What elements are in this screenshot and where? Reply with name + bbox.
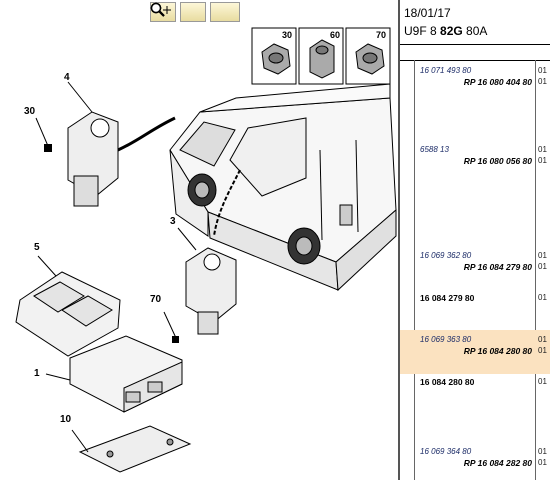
nut-label-60: 60 [330,30,341,40]
panel-divider [398,0,400,480]
header-rule-2 [400,60,550,61]
part-number[interactable]: 16 084 279 80 [420,293,475,303]
sensor-4-drawing [67,111,119,207]
part-row-selected[interactable]: 16 069 363 80 01 RP 16 084 280 80 01 [400,330,550,374]
parts-list-panel: 18/01/17 U9F 8 82G 80A 16 071 493 80 01 … [400,0,550,480]
part-number[interactable]: RP 16 084 282 80 [463,458,532,468]
zoom-move-button[interactable] [150,2,240,22]
part-row[interactable]: 16 084 280 80 01 [400,374,550,390]
part-ref: 16 069 363 80 [420,335,472,344]
part-qty: 01 [538,251,547,260]
sensor-3-drawing [185,247,237,335]
callout-30[interactable]: 30 [24,106,36,117]
vehicle-code-suffix: 80A [462,24,488,38]
part-row[interactable]: 16 069 362 80 01 RP 16 084 279 80 01 [400,248,550,278]
bracket-5-drawing [15,271,121,357]
callout-1[interactable]: 1 [34,368,40,379]
vehicle-code-bold: 82G [440,24,463,38]
callout-5[interactable]: 5 [34,242,40,253]
part-ref: 16 069 364 80 [420,447,472,456]
part-number[interactable]: RP 16 084 279 80 [463,262,532,272]
part-row[interactable]: 16 071 493 80 01 RP 16 080 404 80 01 [400,64,550,94]
callout-70[interactable]: 70 [150,294,162,305]
part-qty: 01 [538,377,547,386]
callout-10[interactable]: 10 [60,414,72,425]
magnifier-move-icon [150,2,171,16]
callout-3[interactable]: 3 [170,216,176,227]
nut-label-70: 70 [376,30,387,40]
vehicle-code: U9F 8 82G 80A [404,24,487,38]
ecu-1-drawing [69,335,183,413]
nut-boxes [251,27,391,85]
van-illustration [169,83,397,292]
part-ref: 6588 13 [420,145,449,154]
part-qty: 01 [538,458,547,467]
part-row[interactable]: 6588 13 01 RP 16 080 056 80 01 [400,142,550,172]
nut-label-30: 30 [282,30,293,40]
part-qty: 01 [538,66,547,75]
column-line-right [535,60,536,480]
parts-diagram[interactable]: 4 30 5 3 70 1 10 30 60 70 [0,0,398,480]
vehicle-code-prefix: U9F 8 [404,24,441,38]
part-qty: 01 [538,262,547,271]
part-ref: 16 071 493 80 [420,66,472,75]
part-ref: 16 069 362 80 [420,251,472,260]
part-number[interactable]: RP 16 080 056 80 [463,156,532,166]
plate-10-drawing [78,425,192,473]
exploded-view-drawing [15,27,397,473]
column-line-left [414,60,415,480]
part-number[interactable]: 16 084 280 80 [420,377,475,387]
part-number[interactable]: RP 16 080 404 80 [463,77,532,87]
part-qty: 01 [538,145,547,154]
zoom-toolbar [150,2,240,22]
part-qty: 01 [538,293,547,302]
part-qty: 01 [538,346,547,355]
part-row[interactable]: 16 084 279 80 01 [400,290,550,306]
part-qty: 01 [538,77,547,86]
zoom-out-button[interactable] [150,2,206,22]
part-qty: 01 [538,335,547,344]
catalog-date: 18/01/17 [404,6,451,20]
part-number[interactable]: RP 16 084 280 80 [463,346,532,356]
part-qty: 01 [538,447,547,456]
part-qty: 01 [538,156,547,165]
part-row[interactable]: 16 069 364 80 01 RP 16 084 282 80 01 [400,444,550,474]
callout-4[interactable]: 4 [64,72,70,83]
header-rule [400,44,550,45]
